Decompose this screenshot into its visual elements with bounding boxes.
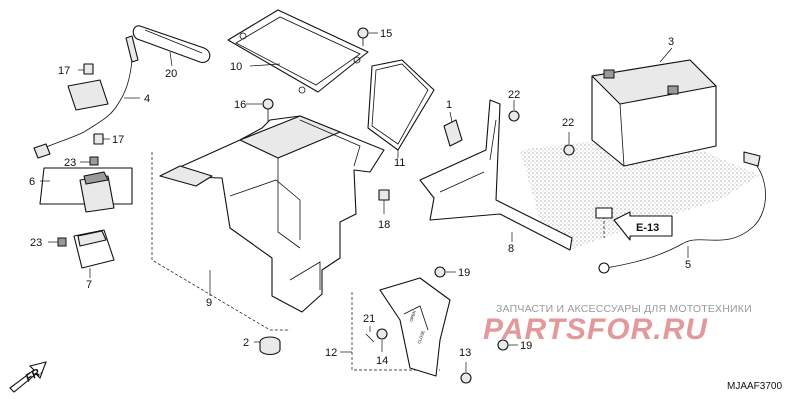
callout-19a[interactable]: 19 bbox=[458, 267, 470, 279]
part-14-grommet[interactable] bbox=[376, 328, 388, 352]
part-22-bolt-upper[interactable] bbox=[508, 100, 520, 122]
callout-1[interactable]: 1 bbox=[446, 99, 452, 111]
callout-6[interactable]: 6 bbox=[29, 176, 35, 188]
part-16-bolt[interactable] bbox=[246, 98, 274, 122]
callout-20[interactable]: 20 bbox=[165, 68, 177, 80]
part-17-clip-upper[interactable] bbox=[78, 63, 94, 75]
part-19-screw-lower[interactable] bbox=[497, 339, 518, 351]
part-5-cable[interactable] bbox=[598, 151, 766, 274]
callout-16[interactable]: 16 bbox=[234, 99, 246, 111]
cover-mark-close: CLOSE bbox=[416, 330, 425, 345]
callout-8[interactable]: 8 bbox=[508, 243, 514, 255]
part-9-battery-box[interactable] bbox=[151, 115, 385, 331]
part-13-cover[interactable]: OPEN CLOSE bbox=[379, 277, 451, 377]
callout-10[interactable]: 10 bbox=[230, 61, 242, 73]
callout-3[interactable]: 3 bbox=[668, 36, 674, 48]
front-direction-arrow: FR. bbox=[9, 361, 47, 393]
part-12-cover-assembly[interactable] bbox=[340, 292, 440, 371]
callout-21[interactable]: 21 bbox=[363, 313, 375, 325]
part-21-pin[interactable] bbox=[365, 326, 375, 343]
watermark-brand: PARTSFOR.RU bbox=[483, 313, 708, 346]
callout-labels: 1 2 3 4 5 6 7 8 9 10 11 12 13 14 15 16 1… bbox=[29, 28, 691, 367]
part-19-screw-upper[interactable] bbox=[434, 266, 456, 278]
part-2-grommet[interactable] bbox=[254, 336, 281, 356]
callout-9[interactable]: 9 bbox=[206, 297, 212, 309]
part-23-clip-upper[interactable] bbox=[80, 156, 99, 166]
callout-19b[interactable]: 19 bbox=[520, 340, 532, 352]
callout-22a[interactable]: 22 bbox=[508, 89, 520, 101]
part-18-clip-nut[interactable] bbox=[378, 189, 390, 214]
part-8-battery-stay[interactable] bbox=[419, 99, 573, 251]
part-7-relay-boot[interactable] bbox=[73, 229, 115, 278]
part-15-bolt[interactable] bbox=[357, 27, 378, 46]
callout-11[interactable]: 11 bbox=[394, 157, 405, 169]
background-shading bbox=[520, 140, 760, 250]
reference-label: E-13 bbox=[636, 222, 659, 234]
callout-5[interactable]: 5 bbox=[685, 259, 691, 271]
part-1-cushion-rubber[interactable] bbox=[443, 111, 463, 147]
callout-14[interactable]: 14 bbox=[376, 355, 388, 367]
callout-15[interactable]: 15 bbox=[380, 28, 392, 40]
callout-7[interactable]: 7 bbox=[86, 279, 92, 291]
part-13-screw[interactable] bbox=[460, 362, 472, 384]
callout-12[interactable]: 12 bbox=[325, 347, 337, 359]
part-4-harness[interactable] bbox=[33, 35, 140, 159]
part-6-relay[interactable] bbox=[39, 167, 133, 213]
cover-mark-open: OPEN bbox=[408, 310, 417, 322]
reference-marker[interactable]: E-13 bbox=[595, 207, 673, 241]
callout-23a[interactable]: 23 bbox=[64, 157, 76, 169]
callout-17a[interactable]: 17 bbox=[58, 65, 70, 77]
callout-22b[interactable]: 22 bbox=[562, 117, 574, 129]
callout-13[interactable]: 13 bbox=[459, 347, 471, 359]
callout-23b[interactable]: 23 bbox=[30, 237, 42, 249]
watermark-tagline: ЗАПЧАСТИ И АКСЕССУАРЫ ДЛЯ МОТОТЕХНИКИ bbox=[496, 303, 752, 315]
callout-17b[interactable]: 17 bbox=[112, 134, 124, 146]
callout-4[interactable]: 4 bbox=[144, 93, 150, 105]
callout-2[interactable]: 2 bbox=[243, 337, 249, 349]
part-17-clip-lower[interactable] bbox=[93, 133, 110, 145]
part-23-clip-lower[interactable] bbox=[48, 237, 67, 247]
part-22-bolt-lower[interactable] bbox=[563, 132, 575, 156]
diagram-code: MJAAF3700 bbox=[727, 381, 783, 392]
part-20-band[interactable] bbox=[132, 25, 211, 67]
part-11-cushion[interactable] bbox=[367, 59, 435, 158]
callout-18[interactable]: 18 bbox=[378, 219, 390, 231]
part-10-cover-plate[interactable] bbox=[227, 9, 369, 94]
part-3-battery[interactable] bbox=[591, 47, 717, 167]
